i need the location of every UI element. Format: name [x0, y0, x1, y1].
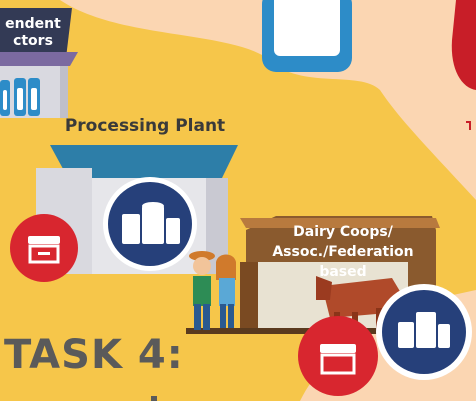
coops-line2: Assoc./Federation — [272, 244, 414, 260]
coops-line3: based — [319, 264, 367, 280]
milk-carton-icon — [262, 0, 352, 72]
store-icon-left — [10, 214, 78, 282]
processing-plant-title: Processing Plant — [64, 116, 226, 136]
peach-blob-top — [60, 0, 476, 200]
farmers-icon — [189, 251, 236, 330]
decor-dot — [151, 396, 157, 401]
coops-line1: Dairy Coops/ — [293, 224, 393, 240]
top-banner-line2: ctors — [13, 33, 53, 49]
ground-strip — [186, 328, 426, 334]
red-tick — [466, 121, 471, 130]
tanks-icon-bottom — [376, 284, 472, 380]
tanks-icon — [122, 202, 180, 244]
top-left-banner — [0, 8, 72, 58]
task-heading: TASK 4: — [4, 332, 184, 378]
red-circle-partial — [451, 0, 476, 90]
top-banner-line1: endent — [5, 16, 61, 32]
milk-bottles-icon — [0, 78, 40, 116]
store-icon-bottom — [298, 316, 378, 396]
coops-label: Dairy Coops/ Assoc./Federation based — [248, 222, 438, 282]
top-banner-label: endent ctors — [0, 16, 66, 50]
